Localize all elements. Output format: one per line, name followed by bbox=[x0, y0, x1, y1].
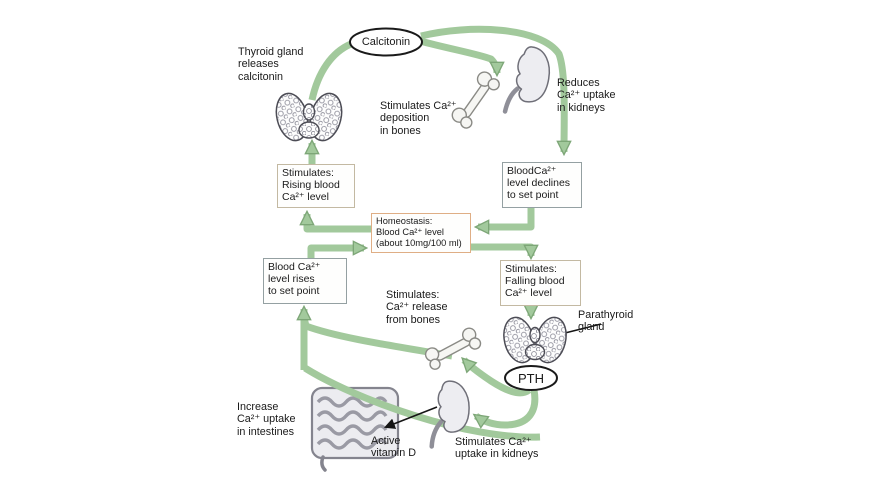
label-uptake-kidneys: Stimulates Ca²⁺ uptake in kidneys bbox=[455, 436, 539, 461]
pth-oval bbox=[504, 365, 558, 391]
label-release-bones: Stimulates: Ca²⁺ release from bones bbox=[386, 289, 448, 326]
thyroid-gland-icon bbox=[275, 92, 343, 142]
box-stimulates-rising: Stimulates: Rising blood Ca²⁺ level bbox=[277, 164, 355, 208]
pth-label: PTH bbox=[518, 371, 544, 386]
arrow-homeostasis-to-falling bbox=[468, 243, 531, 256]
box-stimulates-falling: Stimulates: Falling blood Ca²⁺ level bbox=[500, 260, 581, 306]
arrow-pth-to-kidneys bbox=[476, 389, 539, 425]
label-deposition-bones: Stimulates Ca²⁺ deposition in bones bbox=[380, 100, 457, 137]
kidney-bottom-icon bbox=[429, 380, 470, 449]
calcitonin-label: Calcitonin bbox=[361, 36, 411, 48]
arrow-rises-to-homeostasis bbox=[307, 248, 364, 259]
bone-top-icon bbox=[451, 71, 500, 129]
box-rises-setpoint: Blood Ca²⁺ level rises to set point bbox=[263, 258, 347, 304]
arrow-homeostasis-to-rising bbox=[307, 214, 371, 233]
arrow-thyroid-to-calcitonin bbox=[308, 40, 353, 101]
label-active-vitamin-d: Active vitamin D bbox=[371, 435, 416, 460]
arrow-calcitonin-to-bones bbox=[419, 37, 497, 73]
arrow-calcitonin-to-kidneys bbox=[420, 25, 564, 152]
bone-bottom-icon bbox=[424, 327, 482, 370]
arrow-pth-to-bones bbox=[464, 360, 532, 397]
box-declines-setpoint: BloodCa²⁺ level declines to set point bbox=[502, 162, 582, 208]
parathyroid-gland-icon bbox=[503, 316, 567, 364]
kidney-top-icon bbox=[502, 46, 551, 114]
box-homeostasis: Homeostasis: Blood Ca²⁺ level (about 10m… bbox=[371, 213, 471, 253]
arrow-declines-to-homeostasis bbox=[478, 206, 535, 227]
label-reduces-kidneys: Reduces Ca²⁺ uptake in kidneys bbox=[557, 77, 616, 114]
calcitonin-oval bbox=[349, 27, 423, 57]
label-increase-intestines: Increase Ca²⁺ uptake in intestines bbox=[237, 401, 296, 438]
label-parathyroid: Parathyroid gland bbox=[578, 309, 634, 334]
vitamin-d-arrow bbox=[383, 406, 438, 429]
label-thyroid-caption: Thyroid gland releases calcitonin bbox=[238, 46, 304, 83]
